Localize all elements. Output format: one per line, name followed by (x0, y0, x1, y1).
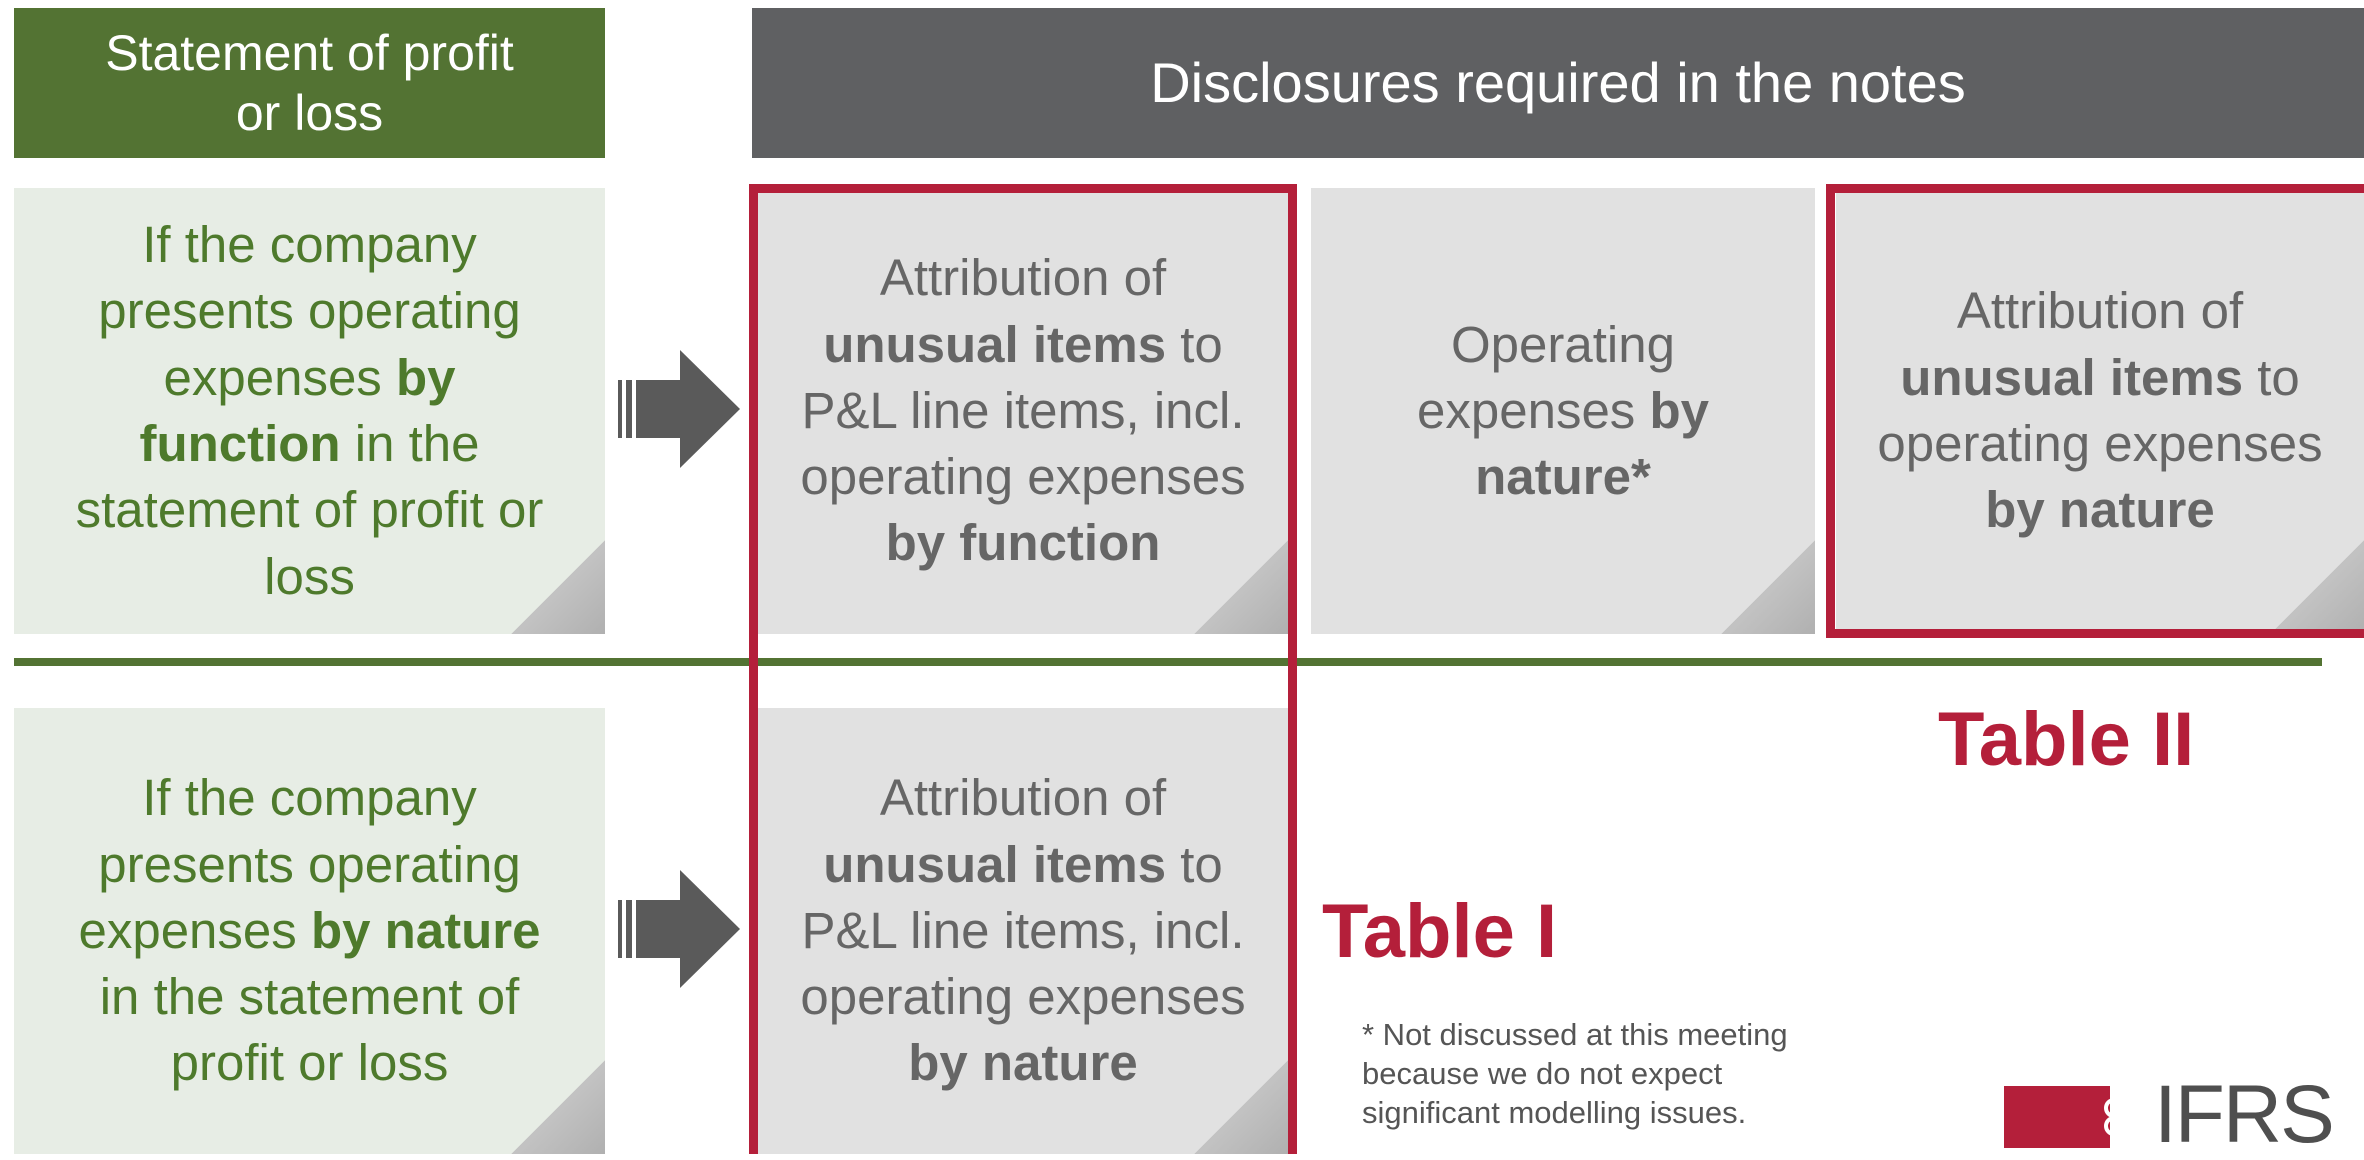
page-fold (511, 540, 605, 634)
arrow-right-icon (618, 870, 740, 988)
card-text: Attribution of unusual items to operatin… (1860, 278, 2340, 543)
text-bold: by nature* (1475, 381, 1710, 506)
disclosures-header-text: Disclosures required in the notes (1150, 51, 1966, 115)
page-fold (511, 1060, 605, 1154)
table-one-label: Table I (1322, 889, 1558, 974)
disclosures-header: Disclosures required in the notes (752, 8, 2364, 158)
pl-nature-attribution-card: Attribution of unusual items to P&L line… (758, 708, 1288, 1154)
card-text: Operating expenses by nature* (1398, 312, 1728, 511)
text-part: Operating expenses (1416, 315, 1675, 439)
nature-attribution-card: Attribution of unusual items to operatin… (1836, 188, 2364, 634)
text-part: If the company presents operating expens… (78, 769, 521, 959)
page-fold (2270, 540, 2364, 634)
page-fold (1194, 540, 1288, 634)
text-bold: unusual items (823, 315, 1167, 373)
text-bold: by nature (310, 901, 541, 959)
ifrs-logo: IFRS (2004, 1074, 2335, 1156)
flower-icon (2104, 1090, 2154, 1144)
nature-condition-text: If the company presents operating expens… (75, 765, 545, 1096)
text-bold: by nature (1985, 481, 2215, 539)
text-part: to operating expenses (1877, 348, 2323, 472)
function-condition-text: If the company presents operating expens… (75, 212, 545, 610)
table-two-label: Table II (1938, 697, 2195, 782)
text-part: to P&L line items, incl. operating expen… (800, 835, 1246, 1026)
table-two-highlight (1826, 184, 2364, 638)
card-text: Attribution of unusual items to P&L line… (783, 765, 1263, 1096)
text-part: Attribution of (879, 769, 1167, 827)
table-one-highlight (749, 184, 1297, 1154)
text-part: in the statement of profit or loss (99, 968, 520, 1092)
text-bold: unusual items (1900, 348, 2244, 406)
text-part: Attribution of (879, 249, 1167, 307)
opex-by-nature-card: Operating expenses by nature* (1311, 188, 1815, 634)
footnote: * Not discussed at this meeting because … (1362, 1017, 1788, 1130)
logo-red-block (2004, 1086, 2110, 1148)
text-part: to P&L line items, incl. operating expen… (800, 315, 1246, 506)
function-condition-card: If the company presents operating expens… (14, 188, 605, 634)
text-part: in the statement of profit or loss (75, 415, 544, 605)
arrow-right-icon (618, 350, 740, 468)
text-bold: by function (139, 348, 456, 472)
text-bold: by function (885, 514, 1161, 572)
text-bold: by nature (908, 1034, 1138, 1092)
page-fold (1194, 1060, 1288, 1154)
text-bold: unusual items (823, 835, 1167, 893)
function-attribution-card: Attribution of unusual items to P&L line… (758, 188, 1288, 634)
page-fold (1721, 540, 1815, 634)
nature-condition-card: If the company presents operating expens… (14, 708, 605, 1154)
row-divider (14, 658, 2322, 666)
statement-header-text: Statement of profit or loss (105, 25, 514, 141)
text-part: Attribution of (1956, 282, 2244, 340)
statement-header: Statement of profit or loss (14, 8, 605, 158)
logo-text: IFRS (2154, 1069, 2335, 1160)
text-part: If the company presents operating expens… (98, 216, 521, 406)
card-text: Attribution of unusual items to P&L line… (783, 245, 1263, 576)
